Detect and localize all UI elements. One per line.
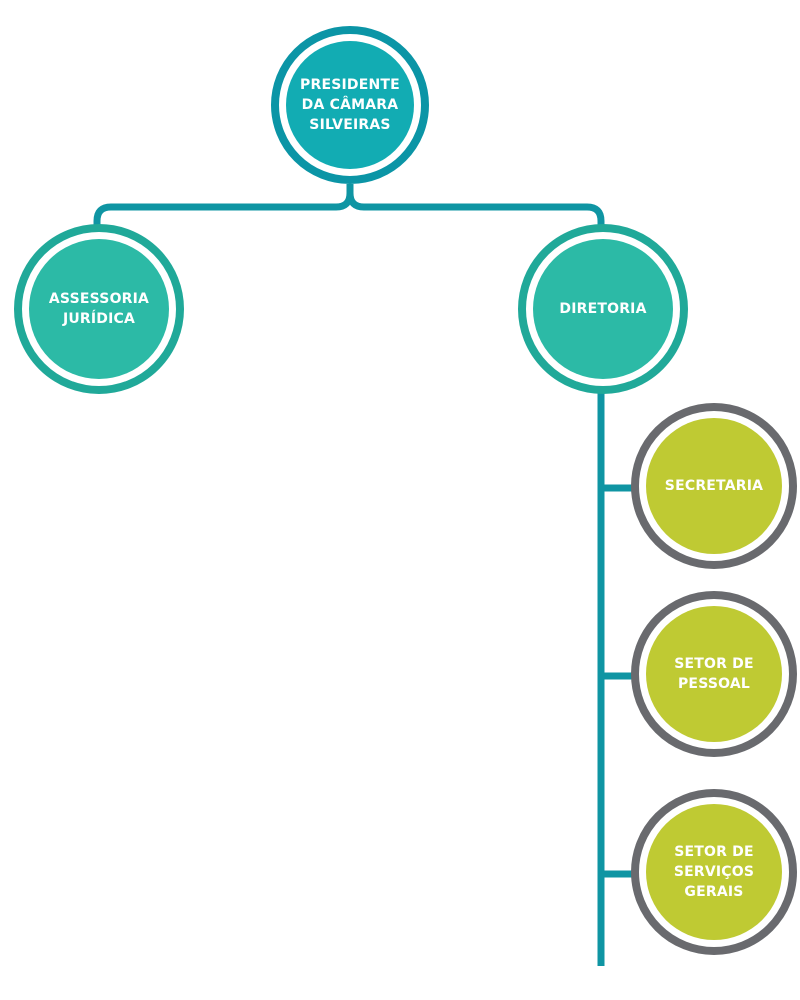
node-servicos-circle: SETOR DE SERVIÇOS GERAIS	[646, 804, 782, 940]
node-president-label: PRESIDENTE DA CÂMARA SILVEIRAS	[300, 77, 400, 133]
node-assessoria-circle: ASSESSORIA JURÍDICA	[29, 239, 169, 379]
node-setor-de-servicos-gerais: SETOR DE SERVIÇOS GERAIS	[631, 789, 797, 955]
node-president-circle: PRESIDENTE DA CÂMARA SILVEIRAS	[286, 41, 414, 169]
node-diretoria: DIRETORIA	[518, 224, 688, 394]
node-diretoria-circle: DIRETORIA	[533, 239, 673, 379]
node-pessoal-circle: SETOR DE PESSOAL	[646, 606, 782, 742]
node-setor-de-pessoal: SETOR DE PESSOAL	[631, 591, 797, 757]
node-assessoria-label: ASSESSORIA JURÍDICA	[48, 291, 150, 327]
node-assessoria-juridica: ASSESSORIA JURÍDICA	[14, 224, 184, 394]
node-pessoal-label: SETOR DE PESSOAL	[674, 656, 754, 692]
node-secretaria-circle: SECRETARIA	[646, 418, 782, 554]
node-servicos-label: SETOR DE SERVIÇOS GERAIS	[673, 844, 755, 900]
connector-president-split	[93, 184, 605, 230]
node-secretaria: SECRETARIA	[631, 403, 797, 569]
node-president: PRESIDENTE DA CÂMARA SILVEIRAS	[271, 26, 429, 184]
node-diretoria-label: DIRETORIA	[559, 301, 647, 317]
node-secretaria-label: SECRETARIA	[664, 478, 764, 494]
